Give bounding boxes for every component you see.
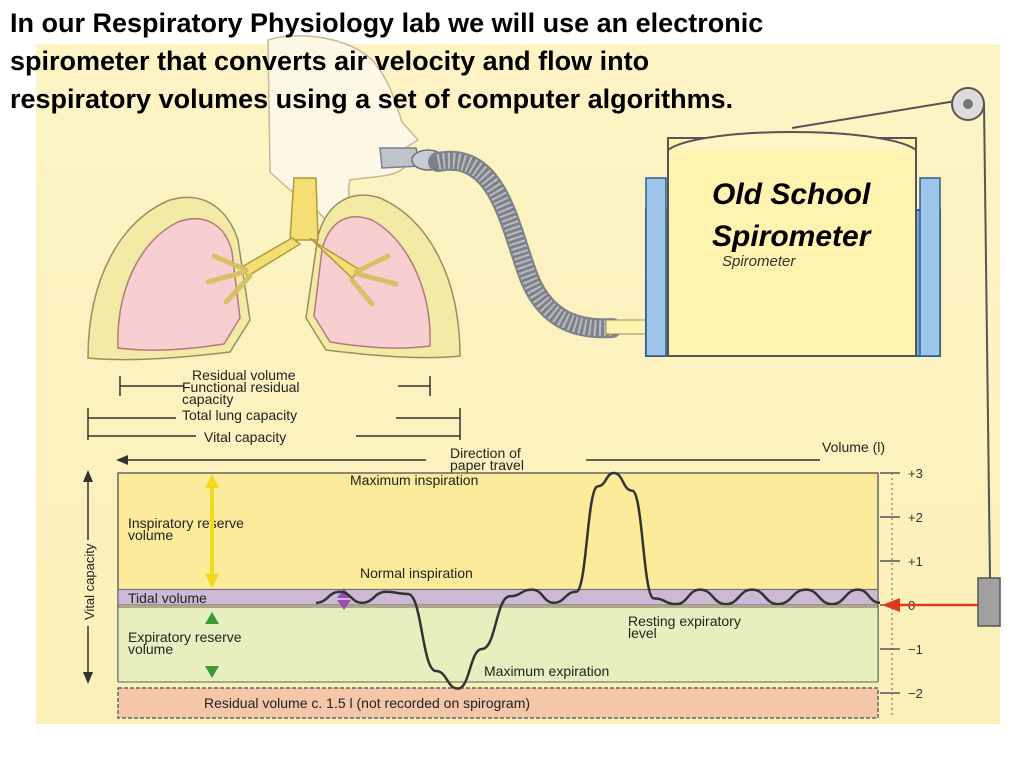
page-heading: In our Respiratory Physiology lab we wil… [10, 4, 1010, 118]
label-resting-expiratory-line2: level [628, 625, 657, 641]
spirometer-bell-top [667, 131, 917, 151]
volume-axis-tick-label: +2 [908, 510, 923, 525]
spirometer-outer-wall [645, 177, 667, 357]
spirometer-outer-wall-right [919, 177, 941, 357]
right-lung [313, 216, 431, 349]
side-label-vital-capacity: Vital capacity [82, 543, 97, 620]
volume-axis-tick-label: −1 [908, 642, 923, 657]
heading-line-1: In our Respiratory Physiology lab we wil… [10, 8, 764, 38]
callout-line-1: Old School [712, 178, 871, 211]
pulley-hub [963, 99, 973, 109]
paper-travel-label-line1: Direction of [450, 445, 521, 461]
label-frc-line2: capacity [182, 391, 233, 407]
volume-axis-title: Volume (l) [822, 439, 885, 455]
label-maximum-expiration: Maximum expiration [484, 663, 609, 679]
paper-travel-label-line2: paper travel [450, 457, 524, 473]
counterweight-pen [977, 577, 1001, 627]
residual-volume-bar [117, 687, 879, 719]
vital-capacity-bracket-bottom [83, 672, 93, 684]
pen-pointer-arrowhead [882, 598, 900, 612]
tidal-volume-band [117, 588, 879, 606]
pulley-cord [791, 99, 963, 129]
old-school-spirometer-callout: Old School Spirometer [712, 174, 870, 258]
lung-illustration [87, 35, 461, 361]
heading-line-2: spirometer that converts air velocity an… [10, 46, 650, 76]
paper-travel-arrowhead [116, 455, 128, 465]
heading-line-3: respiratory volumes using a set of compu… [10, 84, 734, 114]
callout-line-2: Spirometer [712, 220, 871, 253]
lung-capacity-brackets [87, 376, 461, 440]
label-expiratory-reserve-line2: volume [128, 641, 173, 657]
label-inspiratory-reserve-line1: Inspiratory reserve [128, 515, 244, 531]
label-vital-capacity: Vital capacity [204, 429, 286, 445]
bronchi-branches [205, 253, 399, 307]
vital-capacity-bracket-top [83, 470, 93, 482]
label-residual-volume: Residual volume [192, 367, 296, 383]
spirometer-bell [667, 137, 917, 357]
label-resting-expiratory-line1: Resting expiratory [628, 613, 741, 629]
label-inspiratory-reserve-line2: volume [128, 527, 173, 543]
volume-axis-tick-label: −2 [908, 686, 923, 701]
residual-volume-bar-label: Residual volume c. 1.5 l (not recorded o… [204, 695, 530, 711]
expiratory-reserve-arrow [205, 612, 219, 678]
label-total-lung-capacity: Total lung capacity [182, 407, 297, 423]
label-expiratory-reserve-line1: Expiratory reserve [128, 629, 242, 645]
label-tidal-volume: Tidal volume [128, 590, 207, 606]
left-lung [117, 218, 241, 351]
spirometer-illustration: Spirometer [645, 87, 1001, 627]
trachea [289, 177, 319, 241]
volume-axis-tick-label: +3 [908, 466, 923, 481]
inspiratory-reserve-arrow [205, 474, 219, 588]
label-maximum-inspiration: Maximum inspiration [350, 472, 478, 488]
spirometer-label: Spirometer [722, 253, 796, 270]
volume-axis-tick-label: +1 [908, 554, 923, 569]
breathing-hose-ribs [436, 152, 613, 337]
spirogram-trace [315, 471, 881, 690]
label-normal-inspiration: Normal inspiration [360, 565, 473, 581]
counterweight-cord [983, 103, 991, 579]
label-frc-line1: Functional residual [182, 379, 300, 395]
